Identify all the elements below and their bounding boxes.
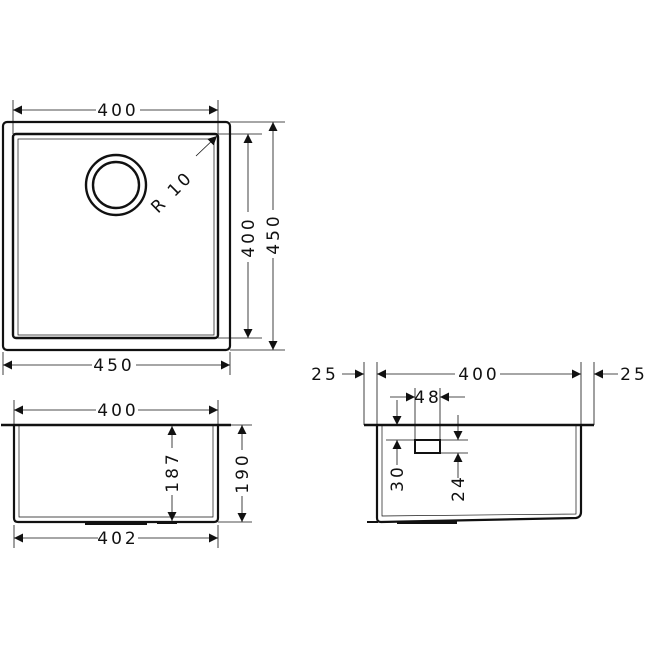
front-view: 400 402 187 190 (1, 400, 253, 549)
side-width-dimension: 400 (458, 365, 499, 385)
inner-bowl (11, 132, 220, 340)
outer-rim (1, 120, 232, 352)
overflow-height-dimension: 24 (449, 474, 469, 502)
drain-icon (84, 153, 148, 217)
right-flange-dimension: 25 (620, 365, 648, 385)
inner-height-dimension: 187 (163, 451, 183, 492)
front-bottom-width-dimension: 402 (97, 529, 138, 549)
top-view: 400 450 R 10 400 450 (1, 100, 285, 376)
top-width-dimension: 400 (97, 101, 138, 121)
outer-depth-dimension: 450 (264, 213, 284, 254)
outer-width-dimension: 450 (93, 356, 134, 376)
side-view: 25 400 25 48 30 24 (311, 362, 648, 524)
outer-height-dimension: 190 (233, 452, 253, 493)
front-top-width-dimension: 400 (97, 401, 138, 421)
overflow-offset-dimension: 30 (388, 464, 408, 492)
inner-depth-dimension: 400 (239, 216, 259, 257)
left-flange-dimension: 25 (311, 365, 339, 385)
overflow-slot (414, 439, 441, 454)
corner-radius-label: R 10 (147, 167, 197, 217)
overflow-width-dimension: 48 (414, 388, 442, 408)
